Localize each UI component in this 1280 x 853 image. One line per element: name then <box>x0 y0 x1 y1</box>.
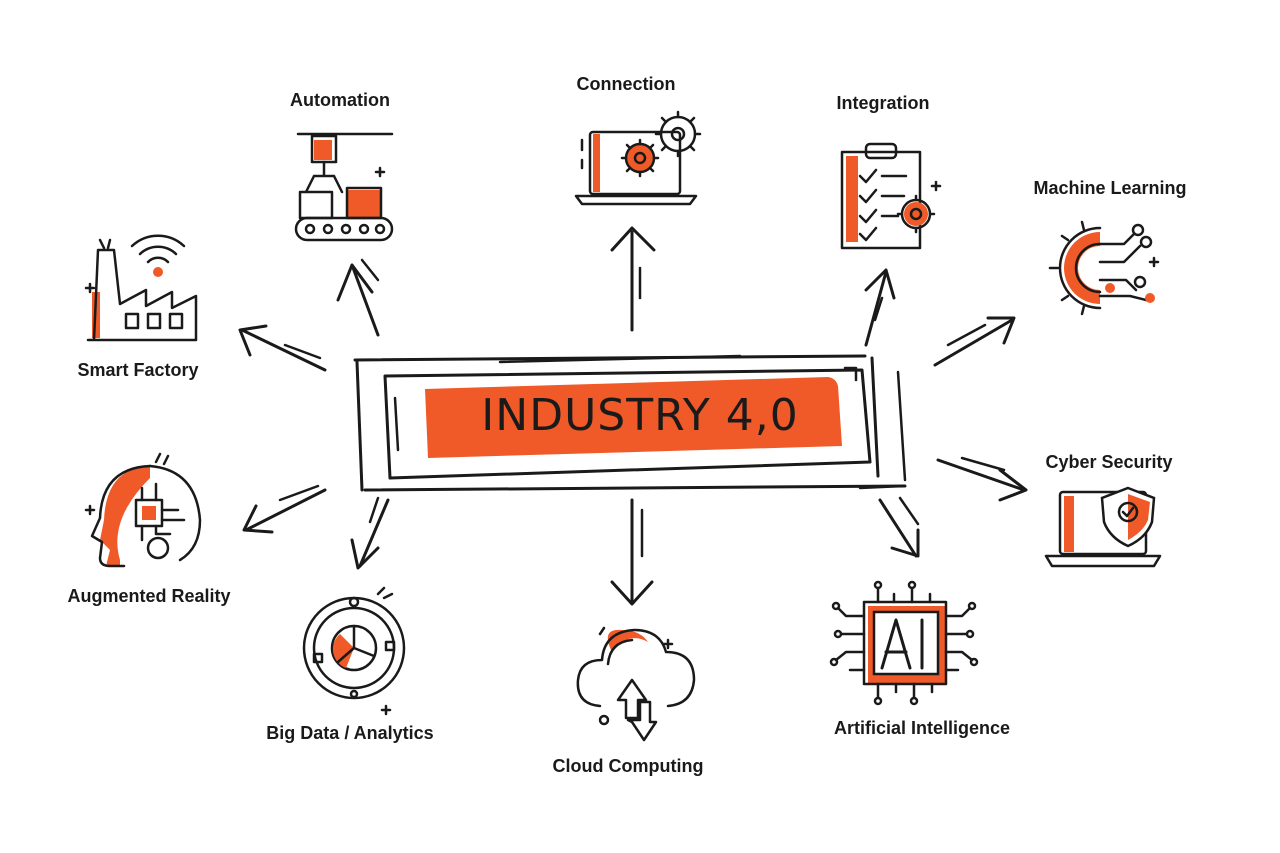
gear-circuit-icon <box>1048 220 1160 316</box>
arrow-to-cyber-security <box>936 456 1028 502</box>
label-cyber-security: Cyber Security <box>1045 452 1173 472</box>
clipboard-checklist-gear-icon <box>840 142 942 250</box>
robotic-arm-conveyor-icon <box>294 132 394 242</box>
arrow-to-automation <box>336 258 380 337</box>
banner-orange-fill <box>425 377 842 458</box>
arrow-to-integration <box>864 268 896 347</box>
label-machine-learning: Machine Learning <box>1033 178 1187 198</box>
label-automation: Automation <box>290 90 390 110</box>
arrow-to-machine-learning <box>933 316 1016 367</box>
banner-accent-strokes <box>393 354 907 490</box>
banner-inner-frame <box>383 368 872 480</box>
label-big-data: Big Data / Analytics <box>266 723 434 743</box>
label-augmented-reality: Augmented Reality <box>67 586 231 606</box>
cloud-transfer-icon <box>576 626 696 742</box>
laptop-gears-icon <box>574 110 702 206</box>
center-banner <box>353 354 907 492</box>
ai-chip-icon <box>829 580 979 706</box>
arrow-to-augmented-reality <box>242 484 327 534</box>
arrow-to-big-data <box>350 496 390 570</box>
arrow-to-connection <box>610 226 656 332</box>
banner-corner-mark <box>843 366 858 382</box>
laptop-shield-icon <box>1044 486 1162 568</box>
center-title: INDUSTRY 4,0 <box>481 390 799 441</box>
arrow-to-cloud-computing <box>610 498 654 606</box>
label-artificial-intelligence: Artificial Intelligence <box>833 718 1011 738</box>
arrow-to-smart-factory <box>238 324 327 372</box>
label-cloud-computing: Cloud Computing <box>552 756 704 776</box>
pie-chart-target-icon <box>302 586 406 716</box>
arrows <box>238 226 1028 606</box>
head-chip-icon <box>84 452 202 568</box>
label-smart-factory: Smart Factory <box>77 360 199 380</box>
label-connection: Connection <box>576 74 676 94</box>
factory-wifi-icon <box>84 234 198 342</box>
label-integration: Integration <box>836 93 930 113</box>
arrow-to-artificial-intelligence <box>878 496 920 558</box>
